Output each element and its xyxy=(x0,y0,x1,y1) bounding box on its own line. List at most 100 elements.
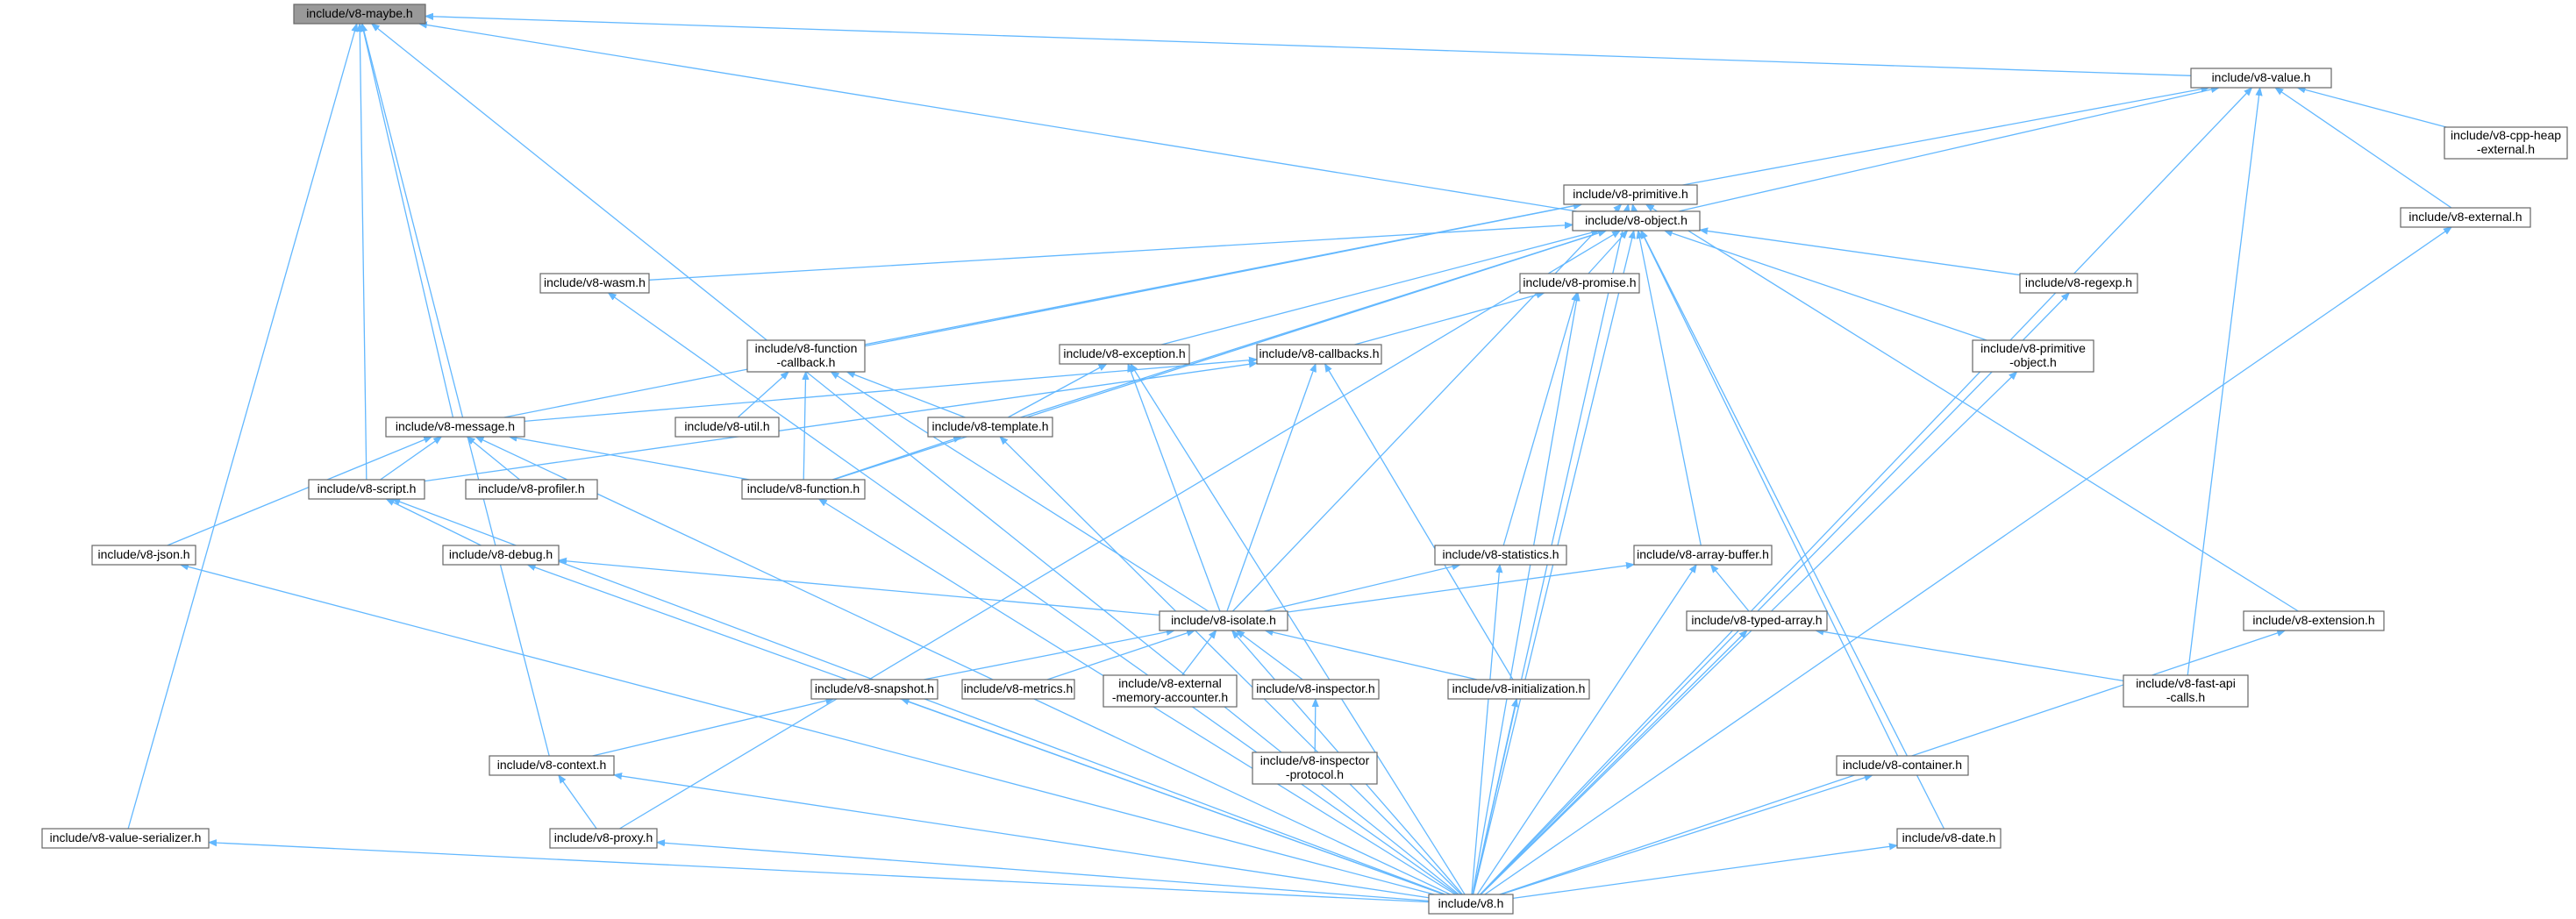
node-label: include/v8-regexp.h xyxy=(2025,275,2132,289)
node-profiler[interactable]: include/v8-profiler.h xyxy=(465,479,598,500)
node-statistics[interactable]: include/v8-statistics.h xyxy=(1434,545,1567,566)
node-box xyxy=(927,417,1053,438)
node-extmem[interactable]: include/v8-external-memory-accounter.h xyxy=(1102,674,1238,708)
node-inspproto[interactable]: include/v8-inspector-protocol.h xyxy=(1252,752,1378,785)
node-label: include/v8-function.h xyxy=(747,481,860,495)
node-box xyxy=(961,679,1075,700)
edge-isolate-to-fncallback xyxy=(831,372,1210,612)
node-label: include/v8-callbacks.h xyxy=(1259,346,1380,360)
node-proxy[interactable]: include/v8-proxy.h xyxy=(549,828,658,849)
edge-regexp-to-object xyxy=(1700,230,2021,276)
node-fastapi[interactable]: include/v8-fast-api-calls.h xyxy=(2123,674,2249,708)
node-debug[interactable]: include/v8-debug.h xyxy=(442,545,560,566)
node-valueser[interactable]: include/v8-value-serializer.h xyxy=(41,828,210,849)
edge-v8-to-snapshot xyxy=(902,699,1445,895)
node-box xyxy=(1252,679,1380,700)
node-label: -calls.h xyxy=(2166,690,2205,704)
node-label: include/v8-json.h xyxy=(97,547,189,561)
node-initialization[interactable]: include/v8-initialization.h xyxy=(1447,679,1590,700)
node-date[interactable]: include/v8-date.h xyxy=(1896,828,2002,849)
edge-cppheap-to-value xyxy=(2297,88,2447,128)
edge-v8-to-exception xyxy=(1131,364,1466,895)
node-primitive[interactable]: include/v8-primitive.h xyxy=(1563,184,1698,205)
edge-v8-to-primobj xyxy=(1480,372,2016,895)
edge-isolate-to-statistics xyxy=(1264,565,1459,612)
node-wasm[interactable]: include/v8-wasm.h xyxy=(539,273,650,294)
node-inspector[interactable]: include/v8-inspector.h xyxy=(1252,679,1380,700)
edge-typedarray-to-arraybuffer xyxy=(1711,565,1750,612)
edge-promise-to-object xyxy=(1588,231,1628,274)
edge-message-to-callbacks xyxy=(524,360,1257,422)
edge-v8-to-valueser xyxy=(209,843,1430,903)
node-metrics[interactable]: include/v8-metrics.h xyxy=(961,679,1075,700)
edge-util-to-fncallback xyxy=(737,372,788,418)
node-box xyxy=(489,755,615,776)
node-external[interactable]: include/v8-external.h xyxy=(2400,207,2531,228)
node-box xyxy=(741,479,866,500)
node-arraybuffer[interactable]: include/v8-array-buffer.h xyxy=(1633,545,1773,566)
node-box xyxy=(2400,207,2531,228)
edge-v8-to-arraybuffer xyxy=(1476,565,1696,895)
node-label: include/v8-container.h xyxy=(1843,758,1962,772)
edge-initialization-to-isolate xyxy=(1265,630,1478,680)
node-message[interactable]: include/v8-message.h xyxy=(385,417,525,438)
node-label: include/v8-extension.h xyxy=(2252,613,2374,627)
edge-valueser-to-maybe xyxy=(127,24,357,830)
node-fncallback[interactable]: include/v8-function-callback.h xyxy=(746,339,866,373)
node-label: -memory-accounter.h xyxy=(1112,690,1228,704)
node-cppheap[interactable]: include/v8-cpp-heap-external.h xyxy=(2444,126,2568,160)
node-label: include/v8-primitive.h xyxy=(1573,187,1688,201)
edge-template-to-exception xyxy=(1007,364,1106,418)
node-primobj[interactable]: include/v8-primitive-object.h xyxy=(1972,339,2094,373)
node-context[interactable]: include/v8-context.h xyxy=(489,755,615,776)
node-json[interactable]: include/v8-json.h xyxy=(91,545,196,566)
edge-v8-to-json xyxy=(181,565,1435,895)
node-function[interactable]: include/v8-function.h xyxy=(741,479,866,500)
edge-context-to-maybe xyxy=(362,24,550,757)
node-box xyxy=(442,545,560,566)
node-label: include/v8-isolate.h xyxy=(1171,613,1276,627)
edge-v8-to-date xyxy=(1512,845,1897,900)
edge-extmem-to-isolate xyxy=(1181,630,1217,676)
edge-object-to-value xyxy=(1678,88,2219,212)
node-promise[interactable]: include/v8-promise.h xyxy=(1519,273,1640,294)
node-container[interactable]: include/v8-container.h xyxy=(1836,755,1969,776)
edge-isolate-to-primitive xyxy=(1232,204,1622,612)
node-object[interactable]: include/v8-object.h xyxy=(1572,210,1701,232)
node-box xyxy=(1252,752,1378,785)
node-label: -external.h xyxy=(2477,142,2535,156)
edge-object-to-maybe xyxy=(419,24,1577,212)
node-snapshot[interactable]: include/v8-snapshot.h xyxy=(810,679,938,700)
node-template[interactable]: include/v8-template.h xyxy=(927,417,1053,438)
edge-v8-to-regexp xyxy=(1480,293,2069,895)
node-typedarray[interactable]: include/v8-typed-array.h xyxy=(1686,610,1828,631)
node-v8[interactable]: include/v8.h xyxy=(1428,894,1514,915)
edge-metrics-to-isolate xyxy=(1046,630,1195,680)
node-label: -object.h xyxy=(2009,355,2057,369)
node-callbacks[interactable]: include/v8-callbacks.h xyxy=(1256,344,1382,365)
node-label: include/v8-inspector xyxy=(1260,753,1370,767)
node-value[interactable]: include/v8-value.h xyxy=(2190,68,2332,89)
node-label: include/v8-external.h xyxy=(2408,210,2522,224)
edge-v8-to-message xyxy=(475,436,1451,895)
edge-function-to-fncallback xyxy=(803,372,805,481)
edge-script-to-message xyxy=(380,437,442,481)
node-maybe[interactable]: include/v8-maybe.h xyxy=(293,4,426,25)
node-extension[interactable]: include/v8-extension.h xyxy=(2243,610,2385,631)
node-label: include/v8-script.h xyxy=(318,481,417,495)
edge-json-to-message xyxy=(167,436,432,546)
node-util[interactable]: include/v8-util.h xyxy=(674,417,780,438)
edge-proxy-to-object xyxy=(619,231,1620,830)
edge-v8-to-value xyxy=(1480,88,2252,895)
edge-primobj-to-object xyxy=(1665,231,1987,341)
edge-callbacks-to-promise xyxy=(1354,293,1544,346)
node-script[interactable]: include/v8-script.h xyxy=(308,479,425,500)
edge-script-to-callbacks xyxy=(424,363,1257,482)
node-isolate[interactable]: include/v8-isolate.h xyxy=(1159,610,1288,631)
node-exception[interactable]: include/v8-exception.h xyxy=(1059,344,1190,365)
node-regexp[interactable]: include/v8-regexp.h xyxy=(2019,273,2138,294)
node-label: include/v8-date.h xyxy=(1902,830,1996,844)
node-box xyxy=(1428,894,1514,915)
edge-isolate-to-debug xyxy=(559,560,1160,616)
edge-isolate-to-callbacks xyxy=(1226,364,1316,612)
